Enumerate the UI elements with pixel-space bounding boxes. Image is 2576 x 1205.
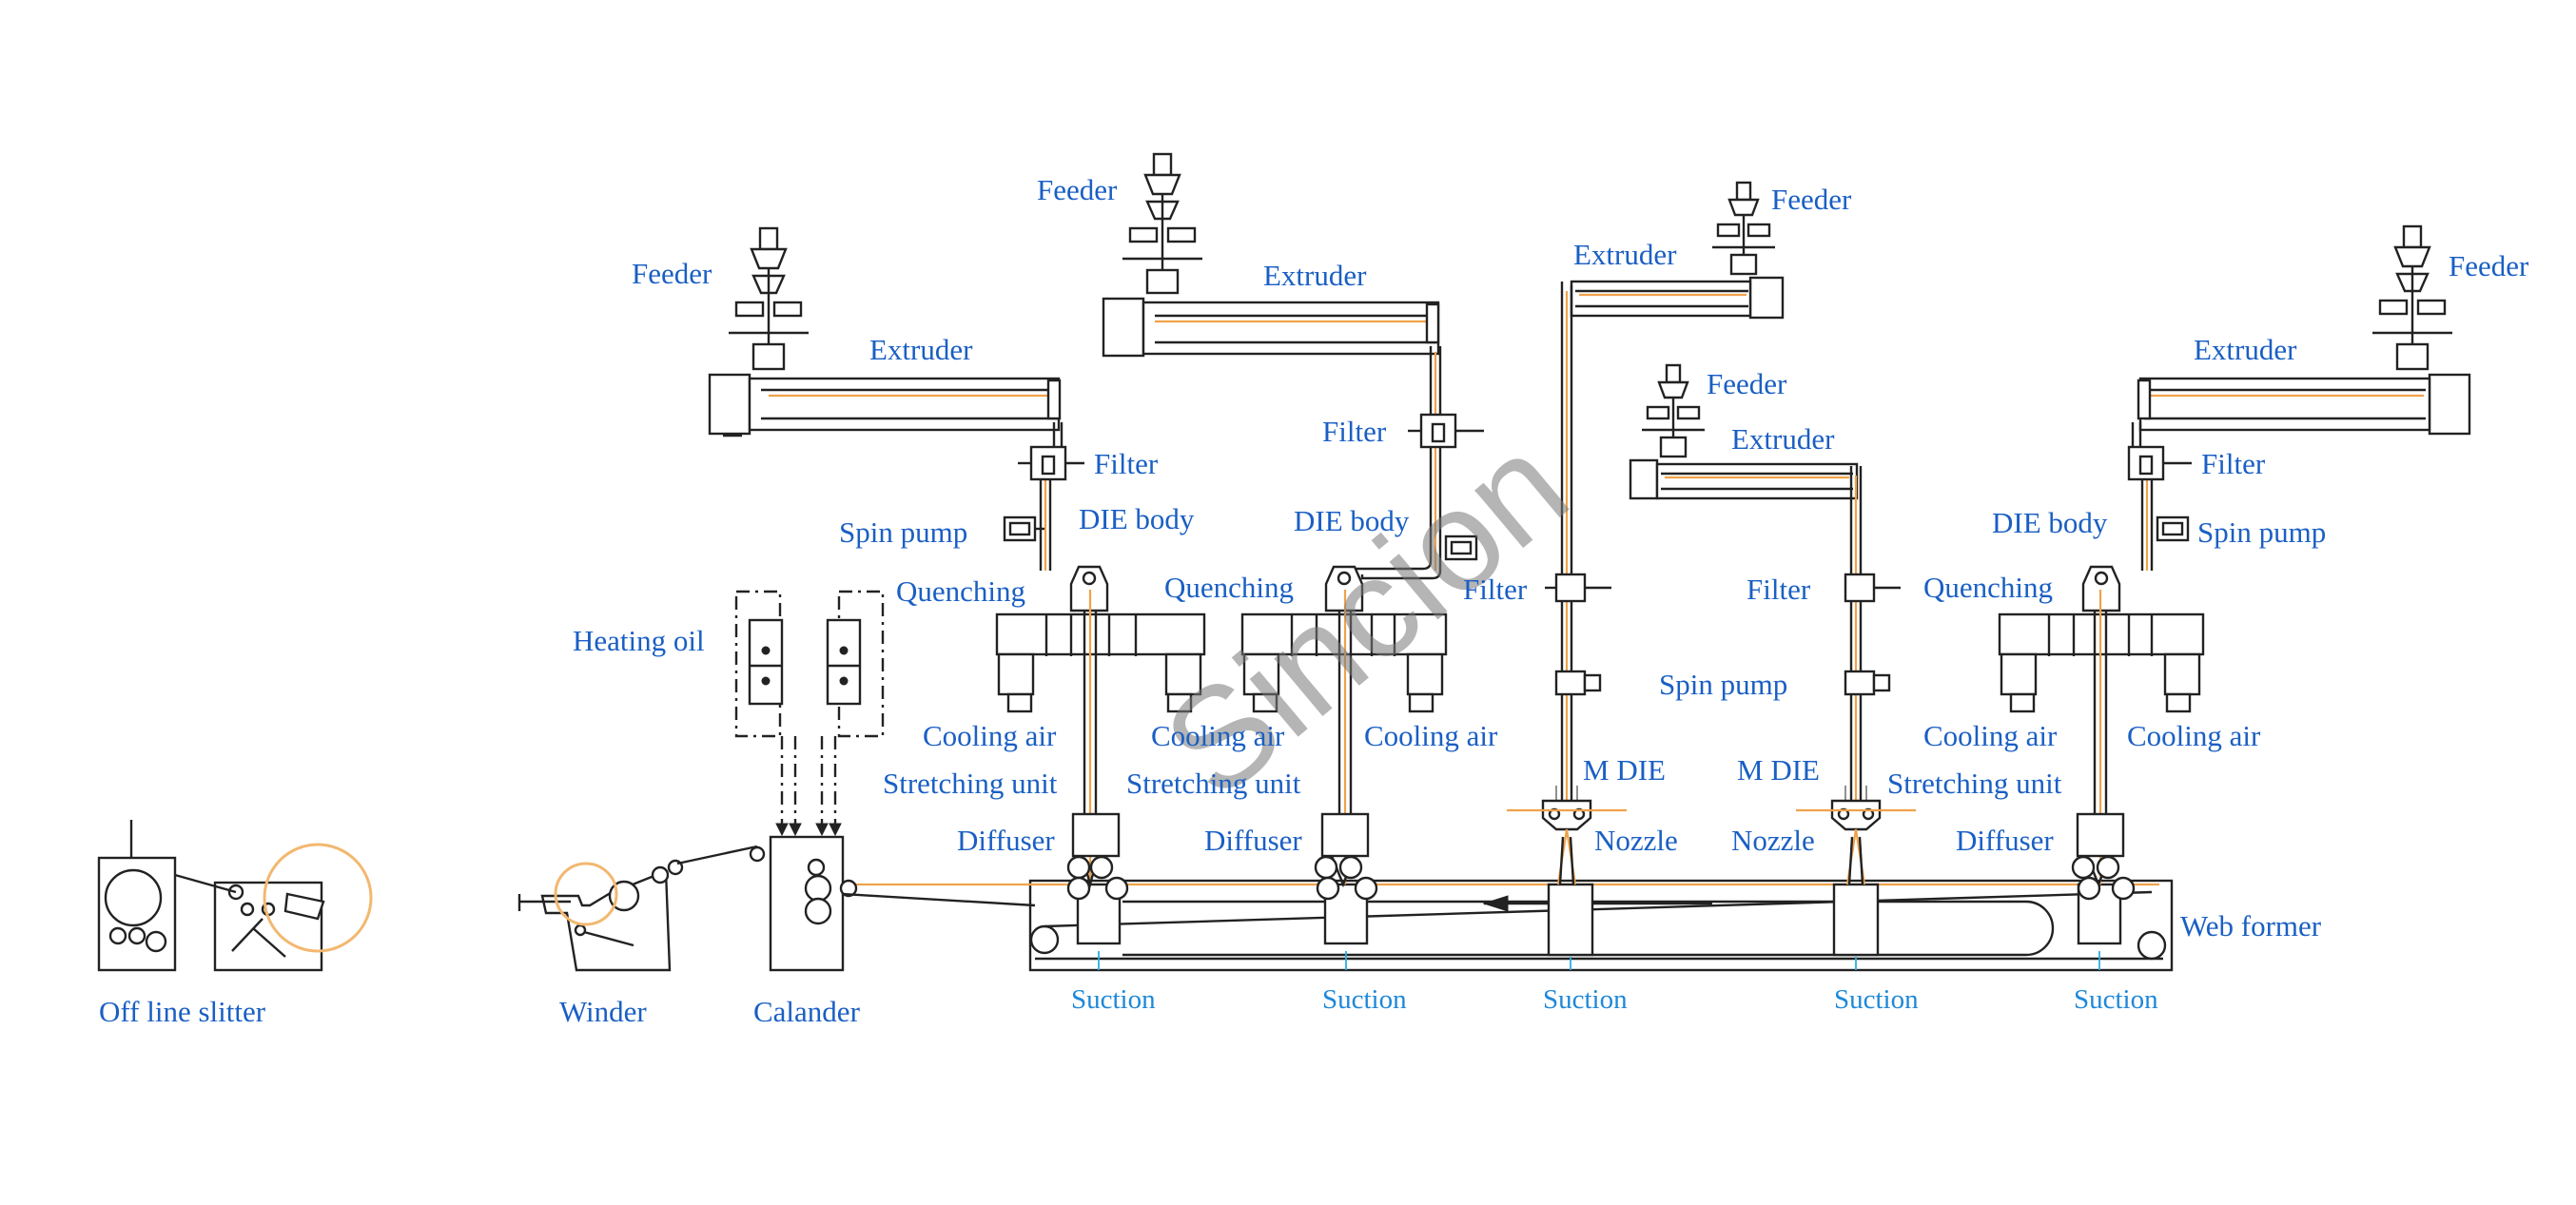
label-heating-oil: Heating oil: [573, 624, 705, 657]
label-suction-1: Suction: [1071, 984, 1156, 1015]
feeder-3-icon: [1712, 181, 1775, 276]
extruder-1-icon: [708, 373, 1062, 437]
label-cooling-air-1: Cooling air: [923, 719, 1057, 752]
label-filter-1: Filter: [1094, 447, 1159, 480]
label-filter-2: Filter: [1322, 415, 1387, 448]
winder-icon: [517, 845, 758, 972]
extruder-2-icon: [1102, 297, 1440, 358]
filter-2-icon: [1408, 413, 1484, 449]
label-extruder-4: Extruder: [1731, 422, 1835, 456]
label-stretching-unit-3: Stretching unit: [1887, 767, 2062, 800]
label-cooling-air-4: Cooling air: [1923, 719, 2058, 752]
filter-4-icon: [1844, 573, 1901, 603]
label-suction-4: Suction: [1834, 984, 1919, 1015]
label-quenching-1: Quenching: [896, 574, 1025, 608]
feeder-5-icon: [2372, 224, 2452, 371]
label-feeder-2: Feeder: [1037, 173, 1118, 206]
die-body-1-icon: [1069, 565, 1109, 612]
extruder-5-icon: [2137, 373, 2471, 436]
label-feeder-3: Feeder: [1771, 183, 1852, 216]
feeder-1-icon: [729, 226, 809, 371]
label-stretching-unit-2: Stretching unit: [1126, 767, 1301, 800]
label-filter-3: Filter: [1463, 573, 1528, 606]
spunbond-line-3: [1998, 224, 2471, 901]
label-die-body-2: DIE body: [1294, 504, 1410, 537]
label-off-line-slitter: Off line slitter: [99, 995, 266, 1028]
label-winder: Winder: [559, 995, 647, 1028]
label-filter-5: Filter: [2201, 447, 2266, 480]
label-quenching-2: Quenching: [1164, 571, 1294, 604]
label-filter-4: Filter: [1747, 573, 1811, 606]
label-suction-5: Suction: [2074, 984, 2158, 1015]
calander-icon: [749, 835, 1036, 972]
off-line-slitter-icon: [97, 820, 373, 972]
extruder-3-icon: [1570, 276, 1785, 320]
label-feeder-4: Feeder: [1707, 367, 1787, 400]
label-stretching-unit-1: Stretching unit: [883, 767, 1058, 800]
label-extruder-1: Extruder: [869, 333, 973, 366]
label-diffuser-2: Diffuser: [1204, 824, 1302, 857]
die-body-3-icon: [2081, 565, 2121, 612]
label-die-body-3: DIE body: [1992, 506, 2108, 539]
label-cooling-air-3: Cooling air: [1364, 719, 1498, 752]
label-extruder-2: Extruder: [1263, 259, 1367, 292]
web-former-conveyor: [837, 879, 2174, 972]
label-feeder-1: Feeder: [632, 257, 712, 290]
die-body-2-icon: [1324, 565, 1364, 612]
label-diffuser-3: Diffuser: [1956, 824, 2054, 857]
spin-pump-5-icon: [2156, 515, 2190, 542]
spin-pump-4-icon: [1844, 670, 1891, 696]
spin-pump-1-icon: [1003, 515, 1044, 542]
label-quenching-3: Quenching: [1923, 571, 2053, 604]
label-spin-pump-2: Spin pump: [1659, 668, 1787, 701]
label-m-die-1: M DIE: [1583, 753, 1666, 787]
nozzle-1-icon: [1556, 828, 1577, 885]
label-suction-3: Suction: [1543, 984, 1628, 1015]
diffuser-3-icon: [2071, 812, 2136, 901]
label-web-former: Web former: [2180, 909, 2322, 943]
m-die-1-icon: [1507, 786, 1627, 831]
label-cooling-air-2: Cooling air: [1151, 719, 1285, 752]
filter-5-icon: [2127, 445, 2192, 481]
quench-chamber-1-icon: [995, 612, 1206, 713]
label-nozzle-1: Nozzle: [1594, 824, 1678, 857]
feeder-4-icon: [1642, 363, 1705, 458]
extruder-4-icon: [1629, 458, 1859, 500]
label-cooling-air-5: Cooling air: [2127, 719, 2261, 752]
label-diffuser-1: Diffuser: [957, 824, 1055, 857]
diffuser-1-icon: [1066, 812, 1129, 901]
diffuser-2-icon: [1314, 812, 1378, 901]
label-nozzle-2: Nozzle: [1731, 824, 1815, 857]
filter-1-icon: [1018, 445, 1084, 481]
filter-3-icon: [1545, 573, 1611, 603]
label-calander: Calander: [753, 995, 861, 1028]
heating-oil-unit: [734, 590, 885, 837]
spunbond-line-1: [708, 226, 1206, 901]
label-spin-pump-1: Spin pump: [839, 515, 967, 549]
label-extruder-5: Extruder: [2194, 333, 2297, 366]
meltblown-line-2: [1629, 363, 1916, 885]
label-suction-2: Suction: [1322, 984, 1407, 1015]
m-die-2-icon: [1796, 786, 1916, 831]
meltblown-line-1: [1507, 181, 1785, 885]
label-spin-pump-3: Spin pump: [2197, 515, 2326, 549]
spin-pump-2-icon: [1444, 534, 1478, 561]
spin-pump-3-icon: [1554, 670, 1602, 696]
feeder-2-icon: [1122, 152, 1202, 295]
nozzle-2-icon: [1845, 828, 1866, 885]
labels: Feeder Feeder Feeder Feeder Feeder Extru…: [99, 173, 2529, 1028]
quench-chamber-3-icon: [1998, 612, 2205, 713]
label-extruder-3: Extruder: [1573, 238, 1677, 271]
spunbond-line-2: [1102, 152, 1484, 901]
label-feeder-5: Feeder: [2449, 249, 2529, 282]
label-m-die-2: M DIE: [1737, 753, 1820, 787]
label-die-body-1: DIE body: [1079, 502, 1195, 535]
